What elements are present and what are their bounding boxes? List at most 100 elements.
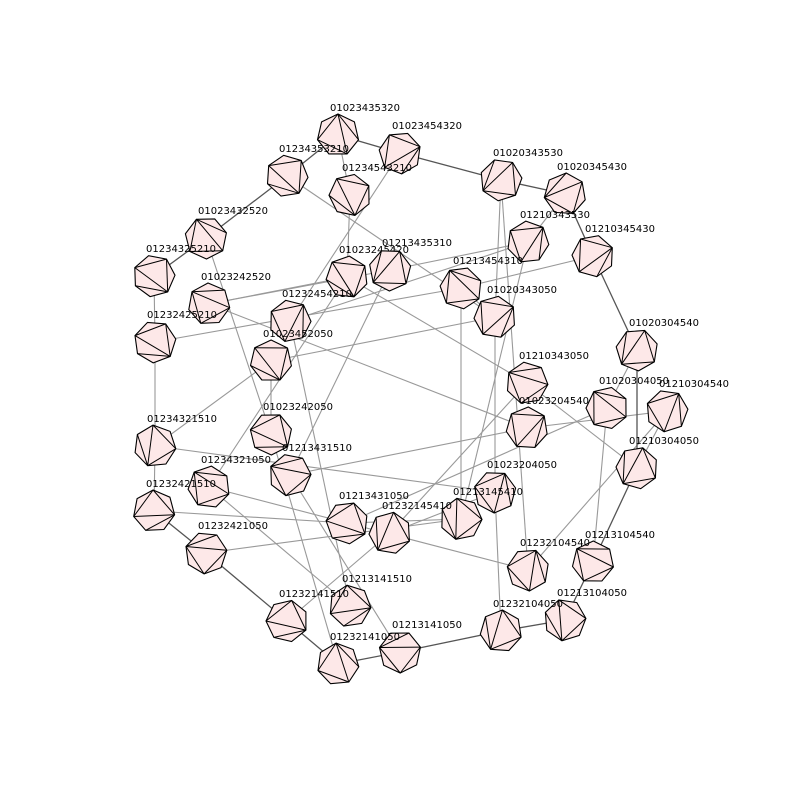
node-chord	[621, 331, 628, 365]
node-chord	[189, 250, 223, 252]
node-chord	[203, 549, 228, 575]
node-chord	[279, 347, 288, 381]
node-label: 01023435320	[330, 103, 400, 114]
node-chord	[197, 493, 229, 506]
node-chord	[401, 146, 421, 175]
node-chord	[325, 502, 355, 522]
node-chord	[196, 218, 224, 252]
node-chord	[482, 162, 513, 192]
node-heptagon	[249, 339, 292, 381]
node-label: 01210304050	[629, 436, 699, 447]
node-chord	[298, 160, 302, 194]
node-chord	[250, 365, 281, 381]
node-label: 01232104050	[493, 599, 563, 610]
graph-edge	[527, 410, 668, 571]
node-chord	[166, 259, 169, 292]
node-chord	[191, 289, 225, 293]
node-heptagon	[479, 609, 522, 652]
node-chord	[485, 616, 492, 650]
node-chord	[145, 514, 175, 531]
node-label: 01023245420	[339, 245, 409, 256]
node-chord	[330, 607, 371, 615]
node-chord	[353, 265, 366, 297]
graph-node: 01020304050	[585, 376, 669, 429]
graph-node: 01213145410	[441, 487, 523, 540]
node-chord	[372, 251, 401, 283]
graph-node: 01020343530	[480, 148, 563, 202]
graph-edge	[289, 269, 391, 476]
graph-node: 01213431510	[270, 443, 352, 497]
node-chord	[250, 414, 281, 431]
graph-node: 01234321050	[187, 455, 271, 508]
node-heptagon	[133, 489, 176, 531]
node-chord	[194, 471, 227, 477]
node-chord	[446, 298, 479, 304]
node-heptagon	[505, 406, 548, 448]
graph-node: 01213141510	[329, 574, 412, 627]
node-chord	[200, 307, 230, 324]
node-chord	[623, 477, 656, 485]
node-chord	[134, 323, 166, 337]
node-chord	[346, 584, 372, 609]
graph-edge	[208, 486, 351, 607]
node-label: 01213145410	[453, 487, 523, 498]
node-label: 01213104050	[557, 588, 627, 599]
graph-node: 01234543210	[328, 163, 412, 216]
node-chord	[544, 197, 574, 214]
node-label: 01023454320	[392, 121, 462, 132]
node-chord	[302, 304, 304, 338]
node-chord	[508, 367, 542, 373]
node-chord	[189, 219, 197, 252]
node-chord	[558, 599, 587, 619]
node-chord	[270, 457, 303, 467]
graph-edge	[154, 360, 272, 447]
node-chord	[482, 190, 516, 196]
node-heptagon	[187, 465, 230, 508]
graph-node: 01232104050	[479, 599, 563, 652]
node-heptagon	[317, 642, 360, 685]
node-chord	[147, 448, 177, 467]
node-chord	[332, 261, 365, 267]
node-chord	[193, 472, 199, 505]
node-label: 01232425210	[147, 310, 217, 321]
node-chord	[373, 282, 407, 285]
node-chord	[325, 278, 355, 298]
graph-node: 01234321510	[134, 414, 217, 467]
node-label: 01020304540	[629, 318, 699, 329]
node-chord	[377, 540, 410, 551]
graph-edge	[346, 276, 528, 384]
node-chord	[507, 550, 537, 568]
node-label: 01232454210	[282, 289, 352, 300]
node-chord	[490, 609, 503, 650]
node-label: 01234325210	[146, 244, 216, 255]
node-heptagon	[480, 159, 523, 202]
node-chord	[134, 258, 167, 269]
graph-edge	[494, 491, 502, 632]
node-heptagon	[571, 540, 614, 582]
node-label: 01023452050	[263, 329, 333, 340]
node-chord	[576, 548, 614, 568]
node-chord	[576, 548, 585, 581]
node-chord	[336, 178, 356, 216]
node-chord	[268, 160, 302, 167]
node-chord	[317, 139, 348, 155]
node-chord	[506, 566, 530, 592]
node-chord	[379, 647, 401, 674]
node-label: 01232145410	[382, 501, 452, 512]
node-chord	[508, 372, 549, 385]
node-heptagon	[265, 599, 307, 643]
graph-edge	[154, 445, 496, 493]
node-chord	[393, 512, 410, 542]
node-label: 01020343050	[487, 285, 557, 296]
node-label: 01232104540	[520, 538, 590, 549]
node-label: 01213141510	[342, 574, 412, 585]
graph-node: 01023435320	[316, 103, 400, 155]
node-chord	[510, 413, 518, 447]
node-label: 01232421050	[198, 521, 268, 532]
node-chord	[354, 185, 370, 216]
node-heptagon	[615, 329, 658, 372]
node-label: 01213431050	[339, 491, 409, 502]
node-chord	[482, 306, 514, 335]
node-chord	[254, 347, 281, 381]
node-chord	[593, 391, 627, 418]
